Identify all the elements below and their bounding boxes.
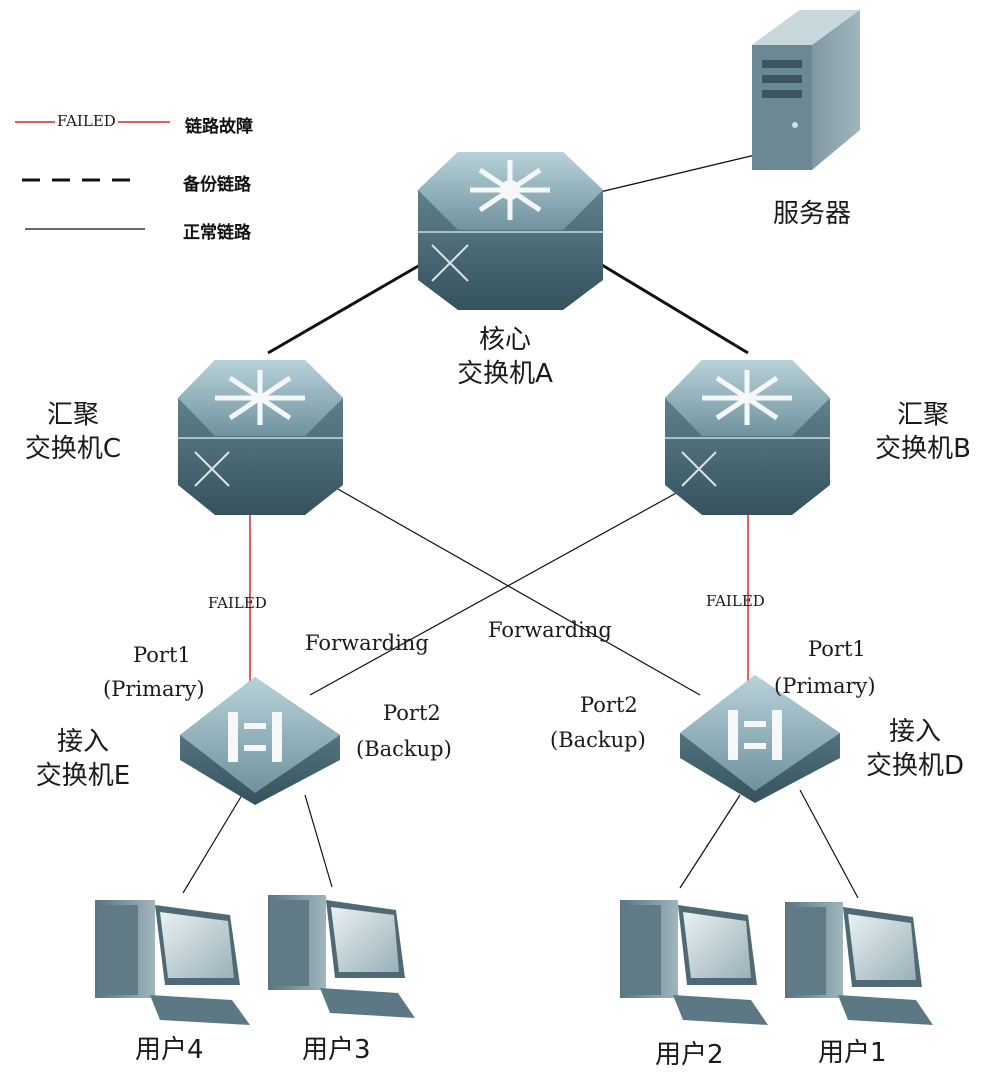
failed-label-right: FAILED <box>706 592 765 610</box>
access-switch-d-line2: 交换机D <box>865 751 965 781</box>
user2-computer-icon <box>620 900 768 1025</box>
link-e-user3 <box>304 794 333 888</box>
legend-backup-desc: 备份链路 <box>183 175 251 195</box>
agg-switch-c-line1: 汇聚 <box>46 400 99 430</box>
legend-failed-tag: FAILED <box>55 112 118 130</box>
user1-label: 用户1 <box>818 1038 887 1068</box>
e-port2-label: Port2 <box>383 701 441 725</box>
agg-switch-b-icon <box>665 360 830 515</box>
access-switch-e-icon <box>180 677 340 805</box>
link-e-user4 <box>182 794 243 894</box>
e-port1-label: Port1 <box>133 643 191 667</box>
agg-switch-c-icon <box>178 360 343 515</box>
user4-computer-icon <box>95 900 250 1025</box>
access-switch-e-line1: 接入 <box>56 727 109 757</box>
d-port1-role: (Primary) <box>774 674 876 698</box>
access-switch-e-label: 接入 交换机E <box>18 725 148 793</box>
agg-switch-c-label: 汇聚 交换机C <box>8 398 138 466</box>
user2-label: 用户2 <box>655 1040 724 1070</box>
user1-computer-icon <box>785 902 933 1025</box>
agg-switch-c-line2: 交换机C <box>24 434 122 464</box>
legend-normal-desc: 正常链路 <box>183 223 251 243</box>
server-icon <box>752 10 860 170</box>
e-port2-role: (Backup) <box>356 737 452 761</box>
link-core-server <box>599 154 756 193</box>
legend-failed-desc: 链路故障 <box>185 117 253 137</box>
user3-label: 用户3 <box>302 1035 371 1065</box>
core-switch-line1: 核心 <box>478 325 531 355</box>
failed-label-left: FAILED <box>208 594 267 612</box>
access-switch-e-line2: 交换机E <box>35 761 131 791</box>
user4-label: 用户4 <box>135 1035 204 1065</box>
access-switch-d-icon <box>680 675 840 803</box>
access-switch-d-line1: 接入 <box>888 717 941 747</box>
core-switch-label: 核心 交换机A <box>440 323 570 391</box>
d-port1-label: Port1 <box>808 637 866 661</box>
agg-switch-b-label: 汇聚 交换机B <box>858 398 988 466</box>
forwarding-label-right: Forwarding <box>488 618 612 642</box>
link-c-d-forwarding <box>314 475 701 696</box>
access-switch-d-label: 接入 交换机D <box>845 715 985 783</box>
core-switch-a-icon <box>418 152 603 310</box>
link-d-user2 <box>679 794 741 889</box>
e-port1-role: (Primary) <box>103 677 205 701</box>
link-b-e-forwarding <box>309 469 719 696</box>
agg-switch-b-line1: 汇聚 <box>896 400 949 430</box>
agg-switch-b-line2: 交换机B <box>875 434 971 464</box>
forwarding-label-left: Forwarding <box>305 631 429 655</box>
link-d-user1 <box>799 789 859 899</box>
d-port2-label: Port2 <box>580 693 638 717</box>
core-switch-line2: 交换机A <box>457 359 553 389</box>
server-label: 服务器 <box>773 199 852 229</box>
link-core-agg-c <box>267 263 421 355</box>
d-port2-role: (Backup) <box>550 728 646 752</box>
user3-computer-icon <box>268 895 415 1018</box>
link-core-agg-b <box>596 260 749 355</box>
